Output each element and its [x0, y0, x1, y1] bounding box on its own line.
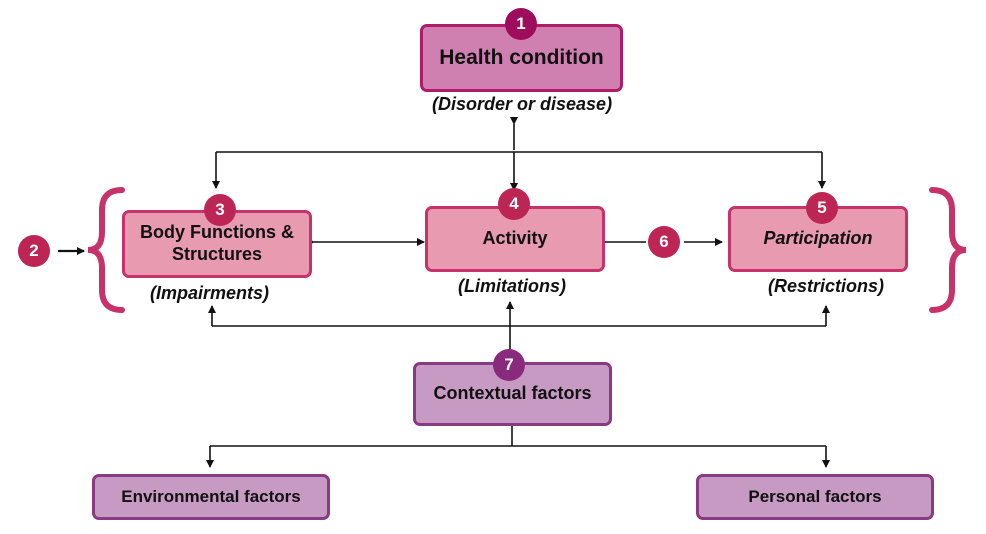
body-functions-label-2: Structures — [171, 244, 263, 264]
badge-1: 1 — [505, 8, 537, 40]
participation-sub: (Restrictions) — [768, 276, 885, 296]
badge-3: 3 — [204, 194, 236, 226]
badge-2: 2 — [18, 235, 50, 267]
badge-5: 5 — [806, 192, 838, 224]
environmental-factors-label: Environmental factors — [121, 486, 301, 506]
body-functions-label-1: Body Functions & — [140, 222, 294, 243]
badge-4: 4 — [498, 188, 530, 220]
brace-group — [87, 187, 967, 313]
environmental-factors-box: Environmental factors — [92, 474, 330, 520]
activity-label: Activity — [482, 228, 548, 249]
personal-factors-box: Personal factors — [696, 474, 934, 520]
badge-7: 7 — [493, 349, 525, 381]
health-condition-sub: (Disorder or disease) — [432, 94, 613, 114]
health-condition-label: Health condition — [439, 46, 604, 70]
participation-label: Participation — [763, 228, 873, 249]
activity-sub: (Limitations) — [458, 276, 566, 296]
contextual-factors-label: Contextual factors — [433, 383, 592, 404]
personal-factors-label: Personal factors — [748, 486, 882, 506]
badge-6: 6 — [648, 226, 680, 258]
body-functions-sub: (Impairments) — [150, 283, 270, 303]
